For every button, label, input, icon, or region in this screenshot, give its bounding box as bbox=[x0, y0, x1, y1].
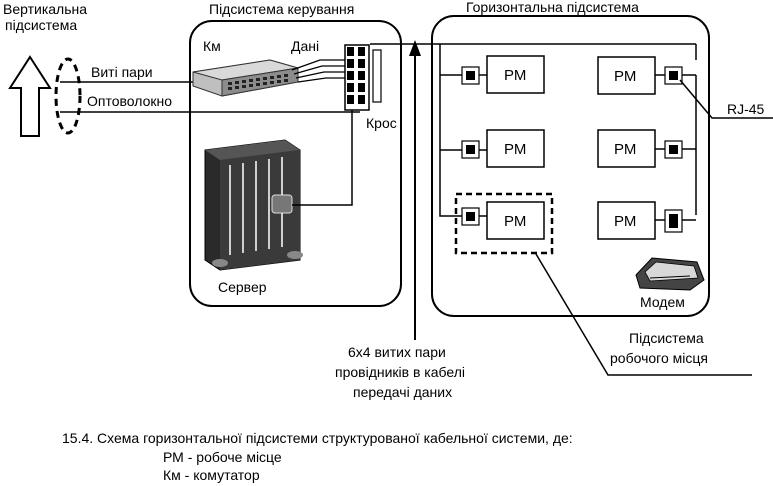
caption-line-2: РМ - робоче місце bbox=[163, 449, 282, 465]
svg-text:РМ: РМ bbox=[504, 67, 526, 84]
svg-text:РМ: РМ bbox=[614, 68, 636, 85]
caption-line-3: Км - комутатор bbox=[163, 467, 260, 483]
horizontal-subsystem-box bbox=[431, 15, 710, 317]
switch-icon bbox=[192, 59, 299, 97]
server-icon bbox=[204, 139, 303, 271]
workplace-subsystem-box bbox=[454, 192, 554, 255]
vertical-subsystem-label-2: підсистема bbox=[5, 17, 77, 33]
workstation-right-2: РМ bbox=[597, 129, 683, 168]
horizontal-subsystem-title: Горизонтальна підсистема bbox=[466, 0, 639, 15]
management-subsystem-box bbox=[189, 20, 402, 307]
svg-text:РМ: РМ bbox=[614, 141, 636, 158]
modem-label: Модем bbox=[640, 294, 685, 310]
workstation-right-1: РМ bbox=[597, 56, 683, 95]
twisted-pairs-label: Виті пари bbox=[91, 64, 153, 80]
cross-label: Крос bbox=[366, 115, 397, 131]
workstation-left-2: РМ bbox=[461, 129, 545, 168]
rj45-label: RJ-45 bbox=[727, 101, 765, 117]
management-subsystem-title: Підсистема керування bbox=[209, 1, 354, 17]
cross-panel-icon bbox=[344, 44, 382, 111]
svg-text:РМ: РМ bbox=[614, 213, 636, 230]
data-label: Дані bbox=[291, 38, 319, 54]
workstation-left-3: РМ bbox=[461, 201, 545, 240]
cable-label-2: провідників в кабелі bbox=[335, 364, 465, 380]
switch-label: Км bbox=[203, 38, 221, 54]
fiber-label: Оптоволокно bbox=[87, 93, 172, 109]
svg-text:РМ: РМ bbox=[504, 213, 526, 230]
vertical-subsystem-label-1: Вертикальна bbox=[3, 1, 87, 17]
svg-text:РМ: РМ bbox=[504, 141, 526, 158]
cable-label-1: 6х4 витих пари bbox=[348, 344, 446, 360]
cable-label-3: передачі даних bbox=[353, 384, 452, 400]
caption-title: 15.4. Схема горизонтальної підсистеми ст… bbox=[62, 430, 573, 446]
modem-icon bbox=[635, 257, 705, 291]
server-label: Сервер bbox=[218, 279, 267, 295]
vertical-arrow bbox=[8, 55, 52, 137]
cable-bundle-ellipse bbox=[54, 57, 82, 135]
workstation-left-1: РМ bbox=[461, 55, 545, 94]
workplace-label-1: Підсистема bbox=[629, 330, 704, 346]
workplace-label-2: робочого місця bbox=[610, 350, 708, 366]
workstation-right-3: РМ bbox=[597, 201, 683, 240]
